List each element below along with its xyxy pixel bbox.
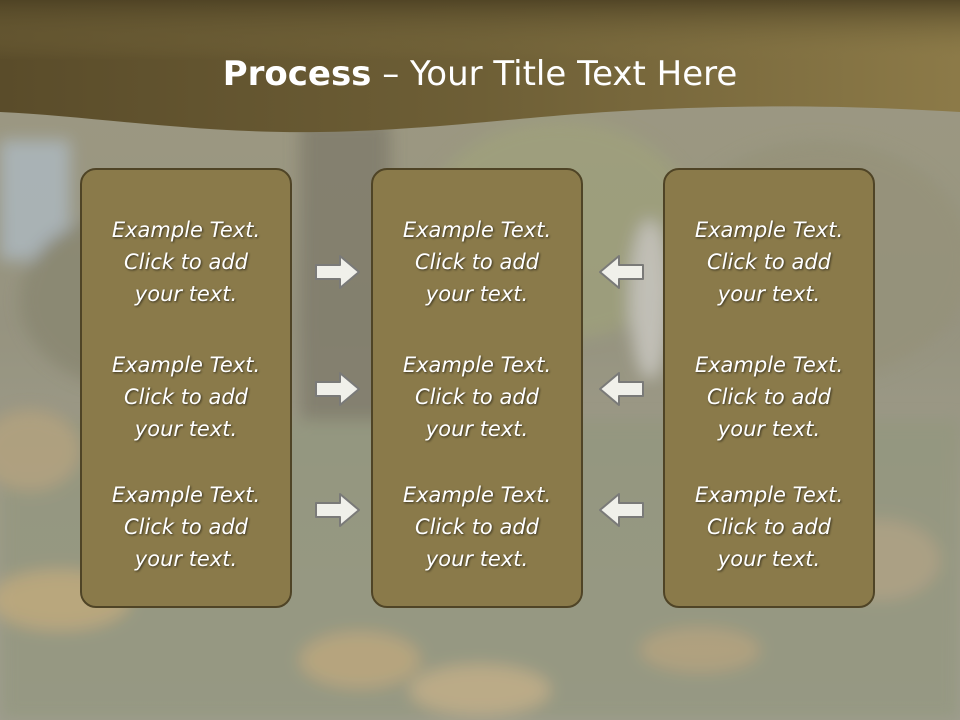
panel-text-block[interactable]: Example Text. Click to add your text. bbox=[82, 214, 290, 310]
right-arrow-icon[interactable] bbox=[314, 491, 362, 529]
panel-text-block[interactable]: Example Text. Click to add your text. bbox=[665, 479, 873, 575]
title-bold: Process bbox=[222, 54, 372, 94]
panel-text-block[interactable]: Example Text. Click to add your text. bbox=[373, 214, 581, 310]
text-line: your text. bbox=[717, 417, 821, 441]
text-line: Click to add bbox=[414, 515, 539, 539]
text-line: your text. bbox=[717, 547, 821, 571]
panel-text-block[interactable]: Example Text. Click to add your text. bbox=[82, 349, 290, 445]
text-line: Example Text. bbox=[694, 218, 844, 242]
text-line: Click to add bbox=[123, 515, 248, 539]
panel-text-block[interactable]: Example Text. Click to add your text. bbox=[665, 214, 873, 310]
text-line: Click to add bbox=[706, 385, 831, 409]
text-line: Click to add bbox=[706, 515, 831, 539]
text-line: Click to add bbox=[414, 385, 539, 409]
text-line: your text. bbox=[717, 282, 821, 306]
right-arrow-icon[interactable] bbox=[314, 253, 362, 291]
text-line: Example Text. bbox=[402, 218, 552, 242]
text-line: Click to add bbox=[123, 250, 248, 274]
text-line: Example Text. bbox=[402, 483, 552, 507]
title-rest: – Your Title Text Here bbox=[371, 54, 738, 94]
left-arrow-icon[interactable] bbox=[597, 491, 645, 529]
process-panel-right[interactable]: Example Text. Click to add your text. Ex… bbox=[663, 168, 875, 608]
text-line: Example Text. bbox=[111, 483, 261, 507]
text-line: Click to add bbox=[706, 250, 831, 274]
text-line: Click to add bbox=[123, 385, 248, 409]
text-line: your text. bbox=[425, 417, 529, 441]
text-line: your text. bbox=[134, 282, 238, 306]
text-line: Click to add bbox=[414, 250, 539, 274]
text-line: Example Text. bbox=[402, 353, 552, 377]
panel-text-block[interactable]: Example Text. Click to add your text. bbox=[82, 479, 290, 575]
right-arrow-icon[interactable] bbox=[314, 370, 362, 408]
text-line: Example Text. bbox=[694, 353, 844, 377]
text-line: your text. bbox=[425, 547, 529, 571]
panel-text-block[interactable]: Example Text. Click to add your text. bbox=[373, 349, 581, 445]
panel-text-block[interactable]: Example Text. Click to add your text. bbox=[373, 479, 581, 575]
panel-text-block[interactable]: Example Text. Click to add your text. bbox=[665, 349, 873, 445]
slide-title[interactable]: Process – Your Title Text Here bbox=[0, 50, 960, 98]
process-panel-center[interactable]: Example Text. Click to add your text. Ex… bbox=[371, 168, 583, 608]
text-line: Example Text. bbox=[111, 218, 261, 242]
text-line: your text. bbox=[134, 547, 238, 571]
text-line: Example Text. bbox=[694, 483, 844, 507]
left-arrow-icon[interactable] bbox=[597, 370, 645, 408]
text-line: Example Text. bbox=[111, 353, 261, 377]
left-arrow-icon[interactable] bbox=[597, 253, 645, 291]
process-panel-left[interactable]: Example Text. Click to add your text. Ex… bbox=[80, 168, 292, 608]
text-line: your text. bbox=[134, 417, 238, 441]
text-line: your text. bbox=[425, 282, 529, 306]
